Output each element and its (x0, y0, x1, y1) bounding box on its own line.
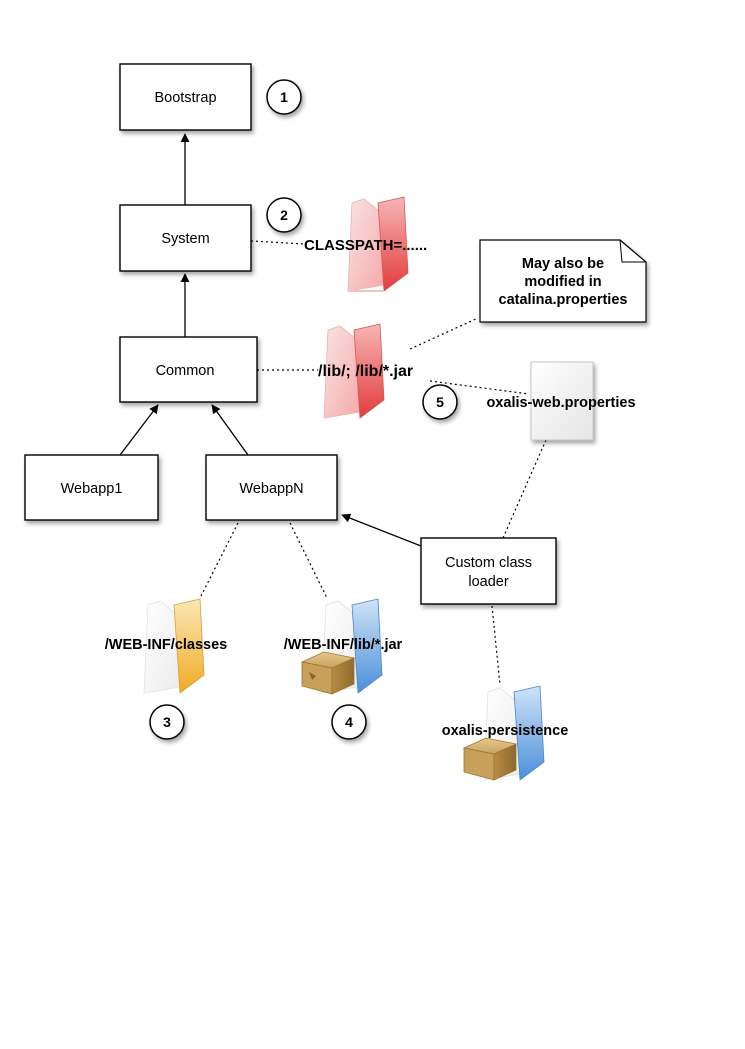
badge-1-number: 1 (280, 89, 288, 105)
arrow-webappn-to-common (211, 404, 249, 456)
badge-5: 5 (422, 384, 458, 420)
classpath-label: CLASSPATH=...... (304, 237, 427, 254)
package-icon (300, 651, 356, 695)
dotted-custom-persistence (491, 605, 501, 686)
box-webapp1: Webapp1 (24, 454, 159, 521)
package-icon (462, 737, 518, 781)
badge-4-number: 4 (345, 714, 353, 730)
badge-3: 3 (149, 704, 185, 740)
box-webappn-label: WebappN (239, 481, 303, 497)
box-custom-label-2: loader (468, 574, 508, 590)
note-line-3: catalina.properties (499, 292, 628, 308)
box-system-label: System (161, 231, 209, 247)
folder-red-icon (347, 196, 409, 292)
dotted-lib-properties (429, 380, 530, 395)
oxalis-web-properties-label: oxalis-web.properties (486, 395, 635, 411)
badge-3-number: 3 (163, 714, 171, 730)
badge-4: 4 (331, 704, 367, 740)
box-common: Common (119, 336, 258, 403)
box-custom-label-1: Custom class (445, 555, 532, 571)
arrow-webapp1-to-common (119, 404, 159, 456)
box-bootstrap: Bootstrap (119, 63, 252, 131)
arrow-custom-to-webappn (341, 513, 422, 547)
dotted-webappn-classes (199, 522, 239, 599)
document-icon (530, 361, 594, 441)
box-webapp1-label: Webapp1 (61, 481, 123, 497)
dotted-webappn-lib (289, 522, 328, 599)
box-bootstrap-label: Bootstrap (154, 90, 216, 106)
box-custom-class-loader: Custom class loader (420, 537, 557, 605)
note-line-2: modified in (524, 274, 601, 290)
folder-red-icon (323, 323, 385, 419)
oxalis-persistence-label: oxalis-persistence (442, 723, 569, 739)
inheritance-arrows (119, 133, 422, 547)
lib-path-label: /lib/; /lib/*.jar (318, 363, 413, 380)
web-inf-classes-label: /WEB-INF/classes (105, 637, 228, 653)
dotted-lib-note (409, 317, 479, 350)
note-callout: May also be modified in catalina.propert… (479, 239, 647, 323)
web-inf-lib-label: /WEB-INF/lib/*.jar (284, 637, 403, 653)
dotted-links (199, 240, 547, 686)
badge-5-number: 5 (436, 394, 444, 410)
dotted-properties-custom (502, 439, 547, 539)
box-webappn: WebappN (205, 454, 338, 521)
dotted-system-classpath (250, 240, 306, 245)
badge-2-number: 2 (280, 207, 288, 223)
note-line-1: May also be (522, 256, 604, 272)
badge-1: 1 (266, 79, 302, 115)
badge-2: 2 (266, 197, 302, 233)
box-system: System (119, 204, 252, 272)
box-common-label: Common (156, 363, 215, 379)
folder-yellow-icon (143, 598, 205, 694)
